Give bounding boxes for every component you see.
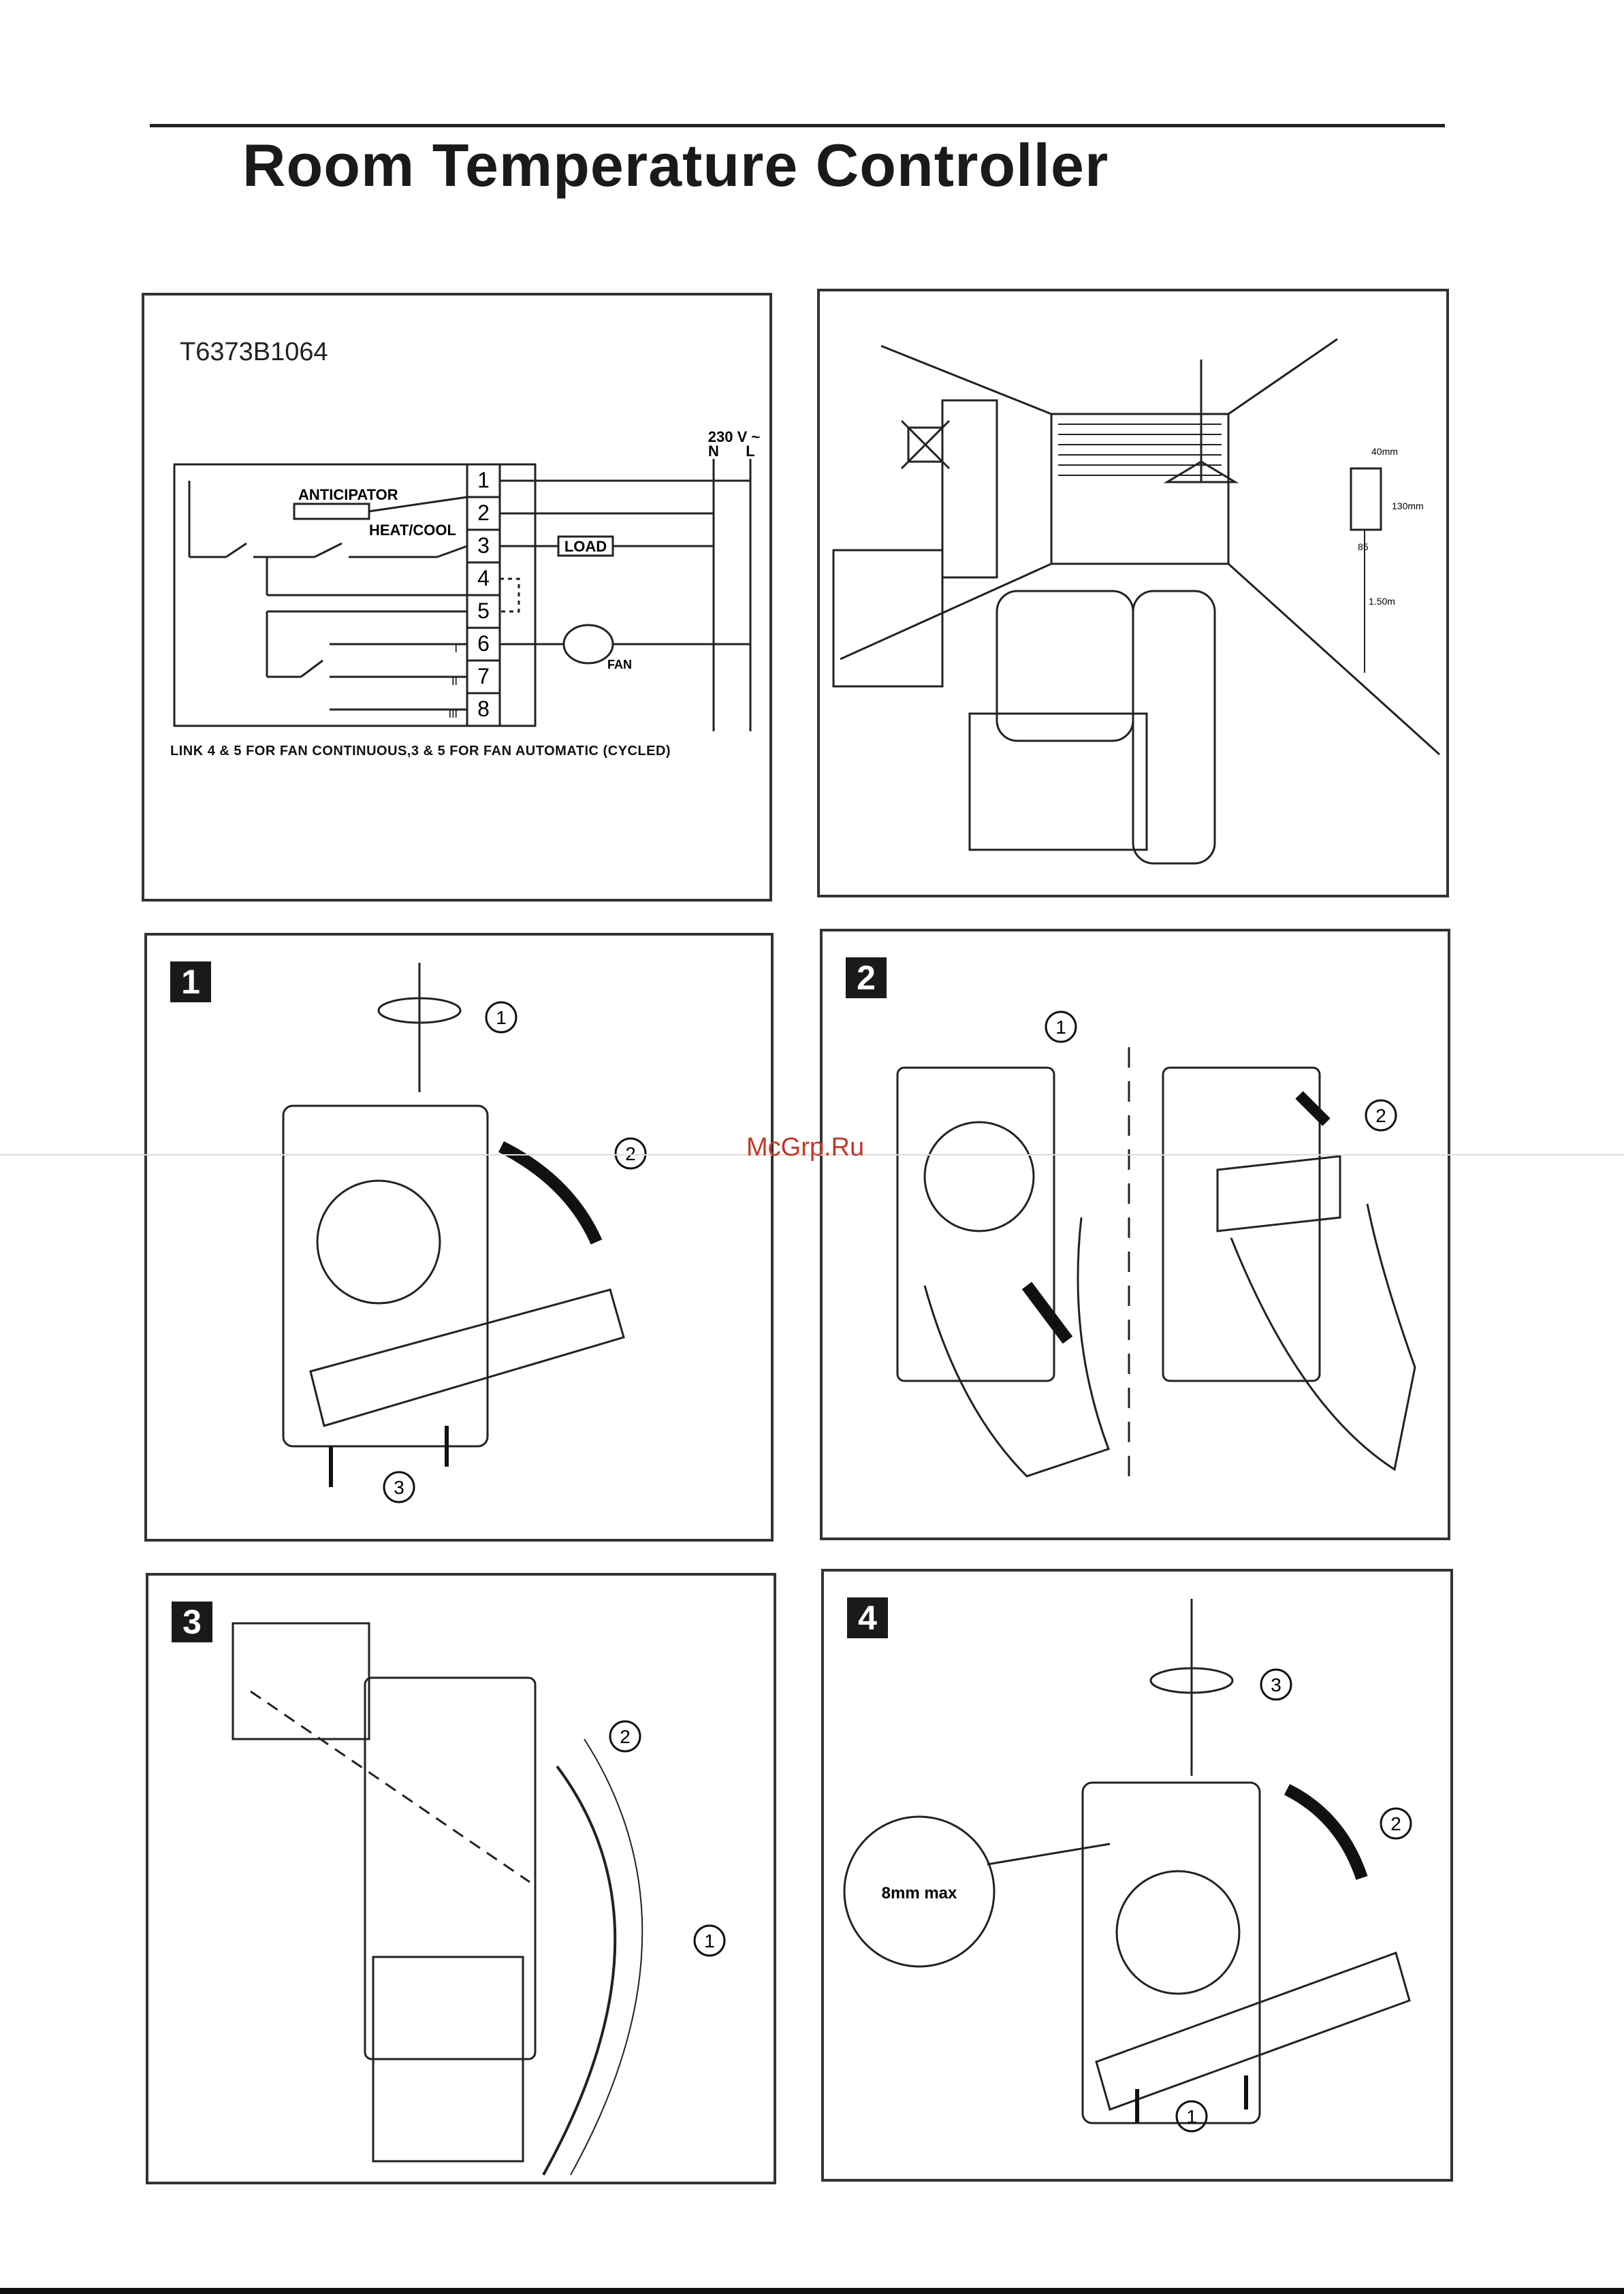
room-illustration-panel: 40mm 130mm 85 1.50m: [817, 289, 1449, 897]
pull-arrow: [1027, 1286, 1068, 1340]
callout-2: 2: [1390, 1813, 1401, 1834]
bottom-edge: [0, 2288, 1624, 2294]
callout-2: 2: [620, 1726, 631, 1747]
terminal-8: 8: [477, 697, 490, 721]
step-2-illustration: 1 2: [823, 931, 1448, 1538]
callout-2: 2: [1375, 1105, 1386, 1126]
terminal-2: 2: [477, 500, 490, 525]
terminal-1: 1: [477, 468, 490, 492]
rotate-arrow: [501, 1147, 596, 1242]
dim-mount: 1.50m: [1369, 596, 1395, 607]
callout-3: 3: [1271, 1674, 1281, 1695]
callout-1: 1: [496, 1007, 507, 1028]
terminal-3: 3: [477, 533, 490, 558]
speed-1-label: I: [455, 643, 458, 655]
dim-depth: 85: [1358, 541, 1369, 552]
anticipator-label: ANTICIPATOR: [298, 486, 398, 503]
terminal-4: 4: [477, 566, 490, 590]
dim-height: 130mm: [1392, 500, 1424, 511]
lift-arrow: [1299, 1095, 1326, 1122]
thermostat-on-wall: [1351, 468, 1381, 530]
neutral-label: N: [708, 443, 719, 460]
heat-cool-label: HEAT/COOL: [369, 522, 456, 539]
screw-length-note: 8mm max: [882, 1884, 957, 1902]
fan-label: FAN: [607, 658, 632, 671]
terminal-5: 5: [477, 599, 490, 623]
watermark: McGrp.Ru: [746, 1133, 864, 1162]
step-1-panel: 1 1 2 3: [144, 933, 774, 1542]
page-title: Room Temperature Controller: [242, 131, 1109, 200]
speed-2-label: II: [451, 676, 458, 688]
callout-1: 1: [704, 1930, 715, 1952]
step-4-illustration: 8mm max 1 2 3: [824, 1572, 1450, 2179]
wiring-diagram-panel: T6373B1064: [142, 293, 772, 902]
speed-3-label: III: [449, 709, 458, 720]
room-drawing: 40mm 130mm 85 1.50m: [820, 291, 1446, 895]
callout-3: 3: [394, 1477, 404, 1498]
callout-1: 1: [1186, 2106, 1197, 2127]
load-label: LOAD: [564, 538, 607, 555]
step-3-panel: 3 1 2: [146, 1573, 776, 2184]
header-rule: [150, 124, 1445, 127]
terminal-6: 6: [477, 631, 490, 656]
step-4-panel: 4 8mm max 1 2 3: [821, 1569, 1453, 2182]
rotate-up-arrow: [1287, 1789, 1362, 1878]
step-1-illustration: 1 2 3: [147, 936, 771, 1539]
link-caption: LINK 4 & 5 FOR FAN CONTINUOUS,3 & 5 FOR …: [170, 744, 671, 759]
wiring-schematic: 230 V ~ N L ANTICIPATOR HEAT/COOL LOAD F…: [144, 296, 769, 899]
live-label: L: [746, 443, 754, 460]
step-3-illustration: 1 2: [148, 1576, 774, 2182]
terminal-7: 7: [477, 664, 490, 688]
dim-width: 40mm: [1371, 446, 1398, 457]
callout-1: 1: [1055, 1017, 1066, 1038]
step-2-panel: 2 1 2: [820, 929, 1450, 1540]
